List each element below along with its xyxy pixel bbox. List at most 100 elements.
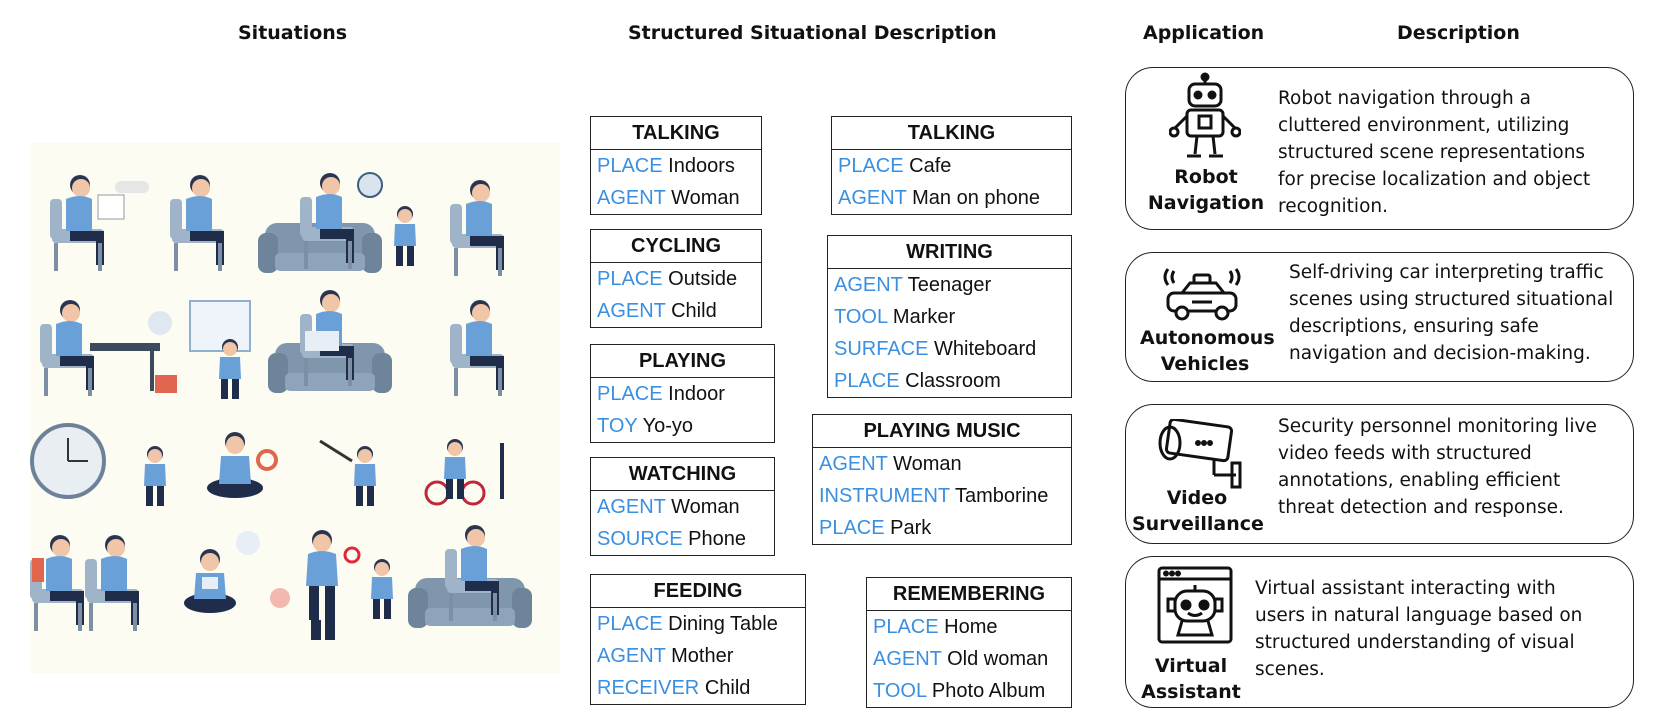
role-value: Woman xyxy=(671,187,740,209)
desc-line: recognition. xyxy=(1278,196,1388,217)
app-card-robot-navigation: Robot Navigation Robot navigation throug… xyxy=(1125,67,1634,230)
frame-row: PLACE Dining Table xyxy=(591,608,805,640)
app-name-line1: Autonomous xyxy=(1140,327,1275,349)
app-name-line1: Robot xyxy=(1174,166,1238,188)
role-label: PLACE xyxy=(834,370,900,392)
app-name-line2: Assistant xyxy=(1141,681,1241,703)
role-value: Indoors xyxy=(668,155,735,177)
role-value: Child xyxy=(671,300,717,322)
role-value: Tamborine xyxy=(954,485,1049,507)
frame-title: PLAYING MUSIC xyxy=(813,415,1071,448)
frame-row: PLACE Indoors xyxy=(591,150,761,182)
role-value: Home xyxy=(944,616,998,638)
frame-playing: PLAYING PLACE Indoor TOY Yo-yo xyxy=(590,344,775,443)
role-label: AGENT xyxy=(873,648,942,670)
role-label: AGENT xyxy=(834,274,903,296)
role-label: PLACE xyxy=(819,517,885,539)
role-value: Mother xyxy=(671,645,734,667)
virtual-assistant-icon xyxy=(1157,566,1233,644)
desc-line: structured scene representations xyxy=(1278,142,1586,163)
role-value: Outside xyxy=(668,268,738,290)
frame-row: AGENT Woman xyxy=(591,182,761,214)
desc-line: video feeds with structured xyxy=(1278,443,1532,464)
role-value: Cafe xyxy=(909,155,952,177)
frame-watching: WATCHING AGENT Woman SOURCE Phone xyxy=(590,457,775,556)
role-label: AGENT xyxy=(838,187,907,209)
desc-line: Virtual assistant interacting with xyxy=(1255,578,1556,599)
frame-row: PLACE Classroom xyxy=(828,365,1071,397)
app-name: Virtual Assistant xyxy=(1132,653,1250,705)
frame-title: TALKING xyxy=(591,117,761,150)
app-name-line2: Navigation xyxy=(1147,192,1265,214)
role-value: Phone xyxy=(688,528,746,550)
frame-row: PLACE Home xyxy=(867,611,1071,643)
app-name-line1: Video xyxy=(1166,487,1228,509)
frame-row: RECEIVER Child xyxy=(591,672,805,704)
role-label: AGENT xyxy=(597,496,666,518)
description-header: Description xyxy=(1397,22,1520,44)
app-description: Self-driving car interpreting traffic sc… xyxy=(1289,259,1629,367)
security-camera-icon xyxy=(1158,419,1242,489)
role-value: Old woman xyxy=(947,648,1049,670)
app-card-virtual-assistant: Virtual Assistant Virtual assistant inte… xyxy=(1125,556,1634,708)
role-value: Park xyxy=(890,517,932,539)
desc-line: descriptions, ensuring safe xyxy=(1289,316,1539,337)
ssd-header: Structured Situational Description xyxy=(628,22,997,44)
frame-remembering: REMEMBERING PLACE Home AGENT Old woman T… xyxy=(866,577,1072,708)
role-label: PLACE xyxy=(597,155,663,177)
role-value: Woman xyxy=(893,453,962,475)
desc-line: Robot navigation through a xyxy=(1278,88,1531,109)
role-label: SURFACE xyxy=(834,338,929,360)
app-name: Video Surveillance xyxy=(1132,485,1264,537)
role-label: AGENT xyxy=(597,645,666,667)
role-label: SOURCE xyxy=(597,528,683,550)
frame-talking-indoors: TALKING PLACE Indoors AGENT Woman xyxy=(590,116,762,215)
role-value: Indoor xyxy=(668,383,725,405)
role-value: Teenager xyxy=(907,274,992,296)
desc-line: threat detection and response. xyxy=(1278,497,1564,518)
app-description: Security personnel monitoring live video… xyxy=(1278,413,1630,521)
role-label: TOOL xyxy=(873,680,927,702)
application-header: Application xyxy=(1143,22,1265,44)
frame-row: PLACE Cafe xyxy=(832,150,1071,182)
app-card-autonomous-vehicles: Autonomous Vehicles Self-driving car int… xyxy=(1125,252,1634,382)
role-label: PLACE xyxy=(597,268,663,290)
role-label: PLACE xyxy=(873,616,939,638)
frame-title: CYCLING xyxy=(591,230,761,263)
role-label: AGENT xyxy=(819,453,888,475)
frame-row: TOOL Photo Album xyxy=(867,675,1071,707)
situations-illustration xyxy=(30,143,560,673)
role-label: TOOL xyxy=(834,306,888,328)
role-label: PLACE xyxy=(597,383,663,405)
app-name: Robot Navigation xyxy=(1144,164,1268,216)
app-description: Virtual assistant interacting with users… xyxy=(1255,575,1625,683)
desc-line: scenes using structured situational xyxy=(1289,289,1614,310)
frame-row: AGENT Mother xyxy=(591,640,805,672)
app-description: Robot navigation through a cluttered env… xyxy=(1278,85,1628,220)
role-value: Dining Table xyxy=(668,613,778,635)
frame-writing: WRITING AGENT Teenager TOOL Marker SURFA… xyxy=(827,235,1072,398)
people-illustration-svg xyxy=(30,172,532,640)
desc-line: scenes. xyxy=(1255,659,1325,680)
man-phone-figure xyxy=(170,175,224,271)
role-label: AGENT xyxy=(597,300,666,322)
frame-title: REMEMBERING xyxy=(867,578,1071,611)
frame-row: AGENT Woman xyxy=(813,448,1071,480)
desc-line: for precise localization and object xyxy=(1278,169,1591,190)
role-value: Classroom xyxy=(905,370,1001,392)
frame-talking-cafe: TALKING PLACE Cafe AGENT Man on phone xyxy=(831,116,1072,215)
robot-icon xyxy=(1169,72,1241,158)
role-label: PLACE xyxy=(597,613,663,635)
role-label: PLACE xyxy=(838,155,904,177)
role-value: Photo Album xyxy=(931,680,1046,702)
frame-row: AGENT Child xyxy=(591,295,761,327)
situations-header: Situations xyxy=(238,22,348,44)
role-label: AGENT xyxy=(597,187,666,209)
frame-title: TALKING xyxy=(832,117,1071,150)
frame-title: PLAYING xyxy=(591,345,774,378)
frame-title: WATCHING xyxy=(591,458,774,491)
role-value: Yo-yo xyxy=(642,415,694,437)
frame-title: WRITING xyxy=(828,236,1071,269)
role-value: Woman xyxy=(671,496,740,518)
role-value: Marker xyxy=(892,306,956,328)
